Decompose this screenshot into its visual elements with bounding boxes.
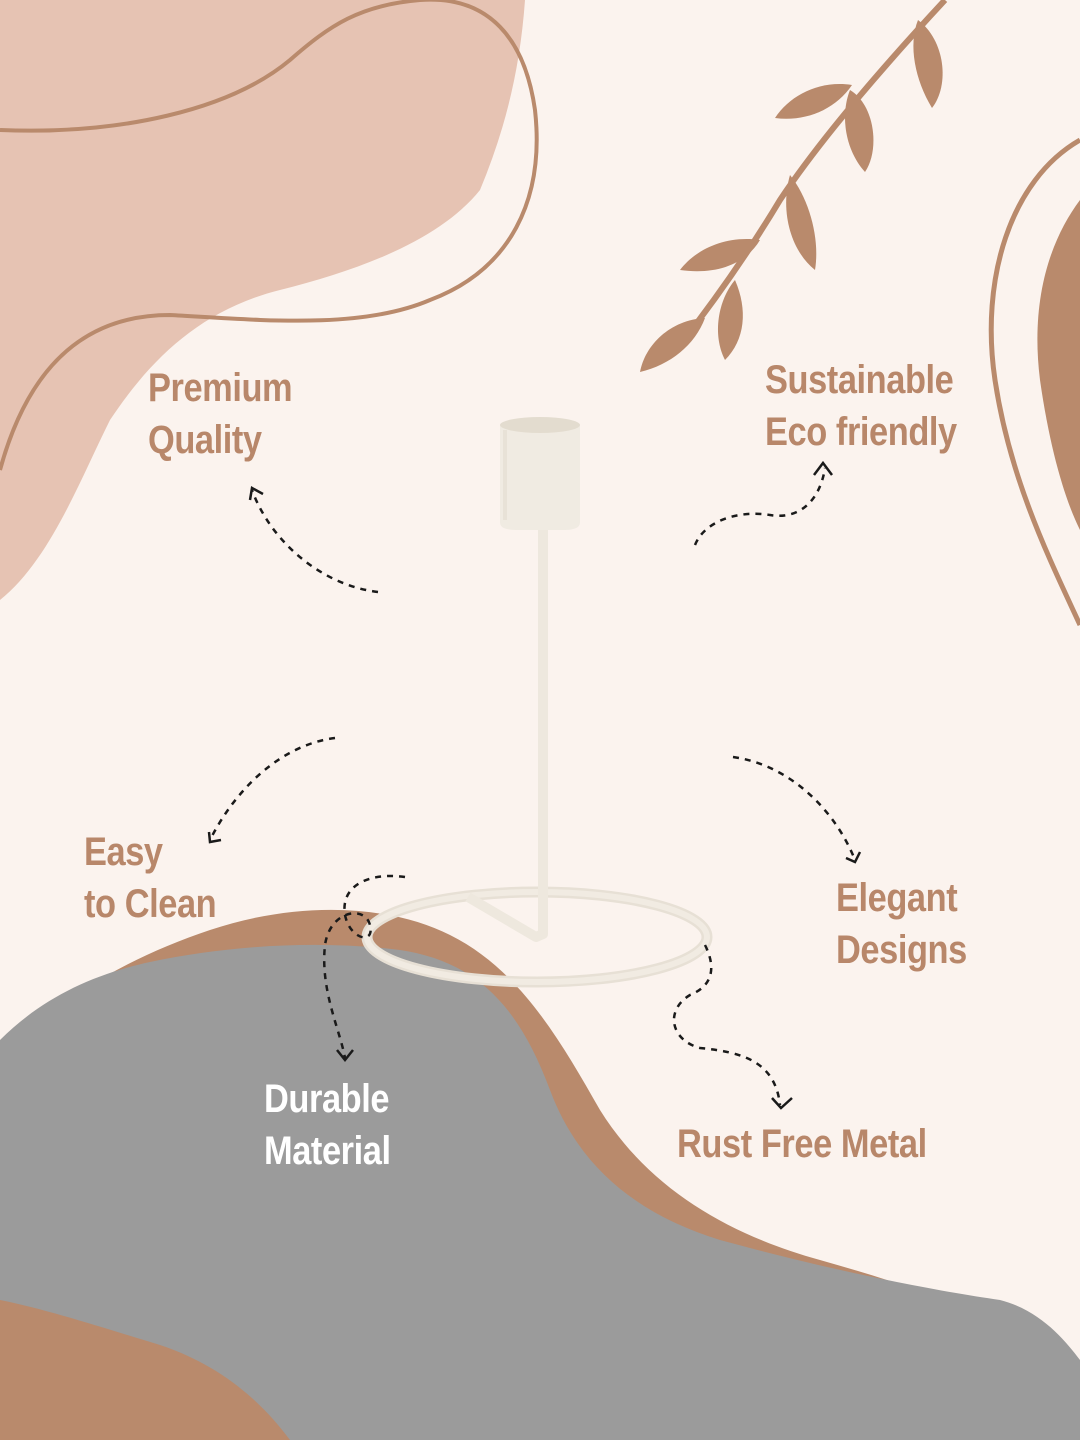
- arrow-premium: [250, 489, 379, 594]
- right-arc-fill: [1037, 200, 1080, 530]
- feature-elegant-designs: Elegant Designs: [836, 872, 967, 976]
- leaf-branch-icon: [640, 0, 948, 372]
- feature-rust-free-metal: Rust Free Metal: [677, 1118, 927, 1170]
- feature-line: Premium: [148, 366, 293, 410]
- blush-blob: [0, 0, 525, 600]
- curve-line-top: [0, 0, 539, 471]
- arrow-elegant: [732, 755, 857, 861]
- feature-line: Eco friendly: [765, 410, 957, 454]
- arrow-rust: [672, 944, 782, 1106]
- feature-line: to Clean: [84, 882, 217, 926]
- arrow-durable: [322, 874, 406, 1059]
- feature-line: Quality: [148, 418, 262, 462]
- feature-line: Easy: [84, 830, 163, 874]
- feature-line: Rust Free Metal: [677, 1122, 927, 1166]
- feature-sustainable: Sustainable Eco friendly: [765, 354, 957, 458]
- candle-holder-icon: [361, 417, 713, 988]
- arrow-sustainable: [693, 467, 827, 546]
- terracotta-corner: [0, 1300, 290, 1440]
- right-arc-line: [988, 137, 1080, 627]
- feature-easy-to-clean: Easy to Clean: [84, 826, 217, 930]
- feature-line: Material: [264, 1129, 391, 1173]
- dashed-arrows: [208, 467, 857, 1106]
- arrow-heads: [207, 460, 862, 1110]
- feature-line: Sustainable: [765, 358, 954, 402]
- feature-line: Durable: [264, 1077, 390, 1121]
- feature-durable-material: Durable Material: [264, 1073, 391, 1177]
- feature-line: Designs: [836, 928, 967, 972]
- feature-line: Elegant: [836, 876, 958, 920]
- feature-premium-quality: Premium Quality: [148, 362, 293, 466]
- arrow-easy: [208, 736, 336, 841]
- grey-blob: [0, 944, 1080, 1440]
